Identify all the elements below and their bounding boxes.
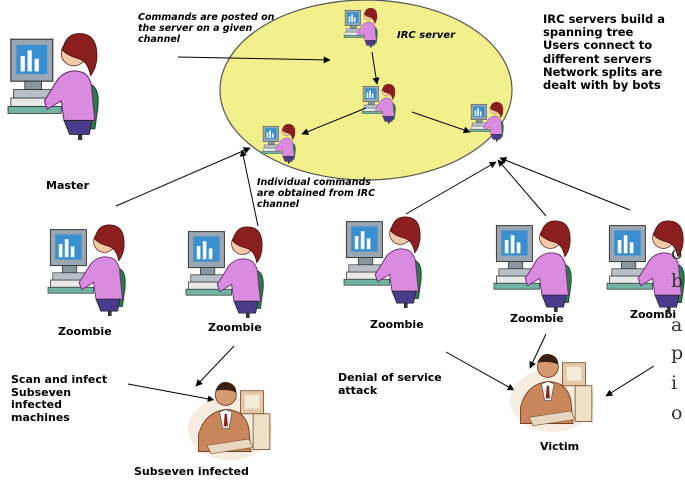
arrow bbox=[529, 333, 547, 369]
zoombie-label: Zoombie bbox=[58, 325, 112, 338]
man-computer-icon bbox=[509, 353, 595, 433]
woman-computer-icon bbox=[47, 224, 126, 317]
master-label: Master bbox=[46, 179, 90, 192]
woman-computer-icon bbox=[7, 32, 99, 141]
man-computer-icon bbox=[187, 381, 273, 461]
irc-servers-tree-note: IRC servers build a spanning tree Users … bbox=[543, 12, 666, 93]
zoombie-label: Zoombie bbox=[208, 321, 262, 334]
woman-computer-icon bbox=[606, 220, 685, 313]
individual-commands-note: Individual commands are obtained from IR… bbox=[257, 177, 376, 210]
arrow bbox=[371, 51, 380, 85]
zoombie-label: Zoombie bbox=[370, 318, 424, 331]
irc-server-label: IRC server bbox=[397, 30, 456, 41]
woman-computer-icon bbox=[343, 216, 422, 309]
overflow-fragment: a bbox=[671, 314, 683, 336]
arrow bbox=[497, 159, 547, 217]
overflow-fragment: o bbox=[671, 402, 683, 424]
commands-posted-note: Commands are posted on the server on a g… bbox=[138, 12, 275, 45]
arrow bbox=[445, 351, 515, 391]
scan-infect-note: Scan and infect Subseven infected machin… bbox=[11, 373, 108, 424]
zoombie-label: Zoombie bbox=[510, 312, 564, 325]
overflow-fragment: p bbox=[671, 342, 684, 364]
arrow bbox=[127, 383, 215, 403]
overflow-fragment: i bbox=[671, 372, 678, 394]
arrow bbox=[301, 107, 367, 135]
woman-computer-icon bbox=[493, 220, 572, 313]
overflow-fragment: b bbox=[671, 270, 684, 292]
overflow-fragment: o bbox=[671, 242, 683, 264]
arrow bbox=[499, 157, 631, 211]
zoombie-label: Zoombi bbox=[630, 308, 677, 321]
arrow bbox=[411, 111, 471, 134]
arrow bbox=[605, 365, 655, 397]
arrow bbox=[115, 147, 251, 207]
victim-label: Victim bbox=[540, 440, 580, 453]
arrow bbox=[195, 345, 235, 387]
woman-computer-icon bbox=[185, 226, 264, 319]
subseven-infected-label: Subseven infected bbox=[134, 465, 249, 478]
arrow bbox=[177, 56, 331, 64]
arrow bbox=[239, 149, 259, 227]
denial-of-service-note: Denial of service attack bbox=[338, 371, 442, 397]
arrow bbox=[405, 161, 497, 215]
